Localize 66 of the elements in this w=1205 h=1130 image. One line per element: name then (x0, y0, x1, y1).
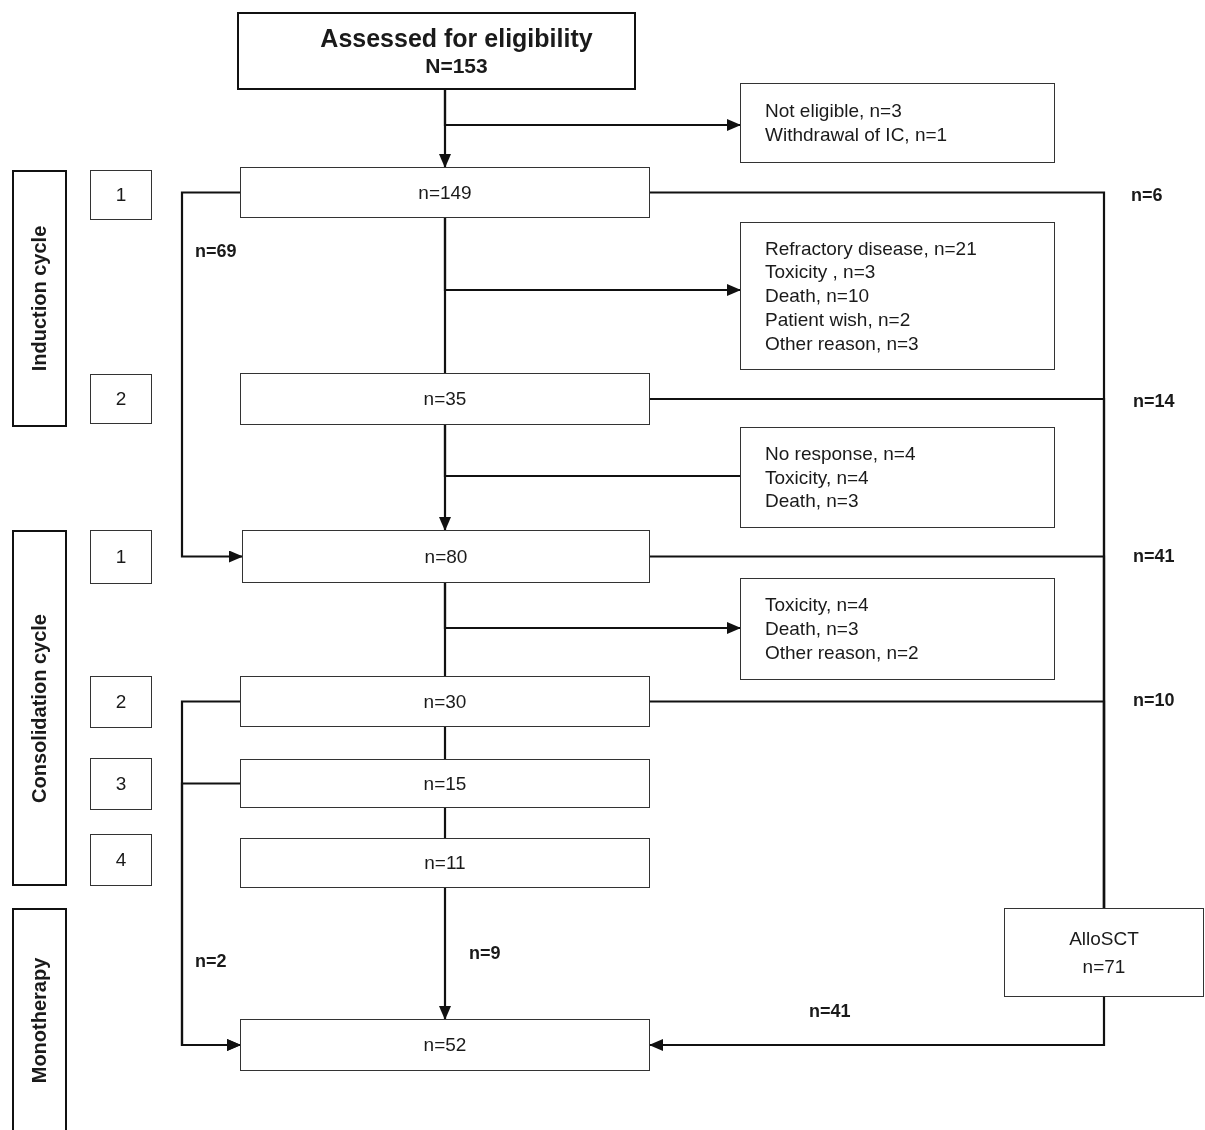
flow-box (237, 12, 636, 90)
phase-label: Consolidation cycle (28, 613, 51, 803)
flow-box (240, 167, 650, 218)
exclusion-reason: Other reason, n=2 (765, 640, 920, 665)
cycle-number: 4 (115, 849, 127, 871)
cycle-number: 2 (115, 691, 127, 713)
cycle-number: 1 (115, 546, 127, 568)
exclusion-box (740, 83, 1055, 163)
arrow (443, 90, 741, 131)
connector-line (443, 727, 447, 759)
cycle-number: 3 (115, 773, 127, 795)
arrow (443, 218, 741, 296)
connector-line (443, 425, 740, 478)
cycle-number-box (90, 834, 152, 886)
count-text: n=30 (423, 690, 467, 713)
count-text: n=71 (1082, 955, 1126, 978)
exclusion-box (740, 222, 1055, 370)
exclusion-box (740, 578, 1055, 680)
box-heading: Assessed for eligibility (320, 23, 593, 54)
flow-box (240, 676, 650, 727)
box-heading: N=153 (425, 53, 488, 79)
exclusion-reason: Toxicity, n=4 (765, 593, 870, 618)
arrow (180, 782, 241, 1051)
exclusion-reason: No response, n=4 (765, 441, 917, 466)
phase-label: Induction cycle (28, 225, 51, 372)
exclusion-reason: Death, n=3 (765, 617, 860, 641)
arrow (443, 583, 741, 634)
cycle-number-box (90, 374, 152, 424)
cycle-number-box (90, 758, 152, 810)
flow-box (240, 373, 650, 425)
count-text: n=15 (423, 772, 467, 795)
phase-label: Monotherapy (28, 957, 51, 1083)
count-text: n=11 (424, 852, 466, 874)
exclusion-reason: Death, n=10 (765, 284, 871, 308)
phase-band (12, 170, 67, 427)
exclusion-reason: Death, n=3 (765, 489, 860, 514)
count-text: AlloSCT (1069, 927, 1139, 950)
cycle-number-box (90, 530, 152, 584)
exclusion-reason: Not eligible, n=3 (765, 99, 903, 123)
exclusion-reason: Other reason, n=3 (765, 331, 920, 356)
count-text: n=80 (424, 545, 468, 568)
connector-line (443, 808, 447, 838)
phase-band (12, 908, 67, 1130)
count-text: n=35 (423, 388, 467, 410)
exclusion-reason: Refractory disease, n=21 (765, 236, 978, 261)
cycle-number-box (90, 676, 152, 728)
phase-band (12, 530, 67, 886)
cycle-number-box (90, 170, 152, 220)
flow-box (1004, 908, 1204, 997)
exclusion-reason: Toxicity, n=4 (765, 465, 870, 490)
flow-box (240, 838, 650, 888)
connector-line (650, 700, 1106, 908)
exclusion-reason: Withdrawal of IC, n=1 (765, 123, 949, 147)
exclusion-reason: Patient wish, n=2 (765, 307, 912, 332)
flow-box (240, 759, 650, 808)
exclusion-reason: Toxicity , n=3 (765, 260, 877, 285)
arrow (649, 997, 1106, 1051)
cycle-number: 1 (115, 184, 127, 206)
count-text: n=149 (418, 181, 472, 204)
cycle-number: 2 (115, 388, 127, 410)
arrow (180, 191, 243, 563)
exclusion-box (740, 427, 1055, 528)
arrow (439, 888, 451, 1020)
count-text: n=52 (423, 1034, 467, 1056)
flow-box (242, 530, 650, 583)
flow-box (240, 1019, 650, 1071)
